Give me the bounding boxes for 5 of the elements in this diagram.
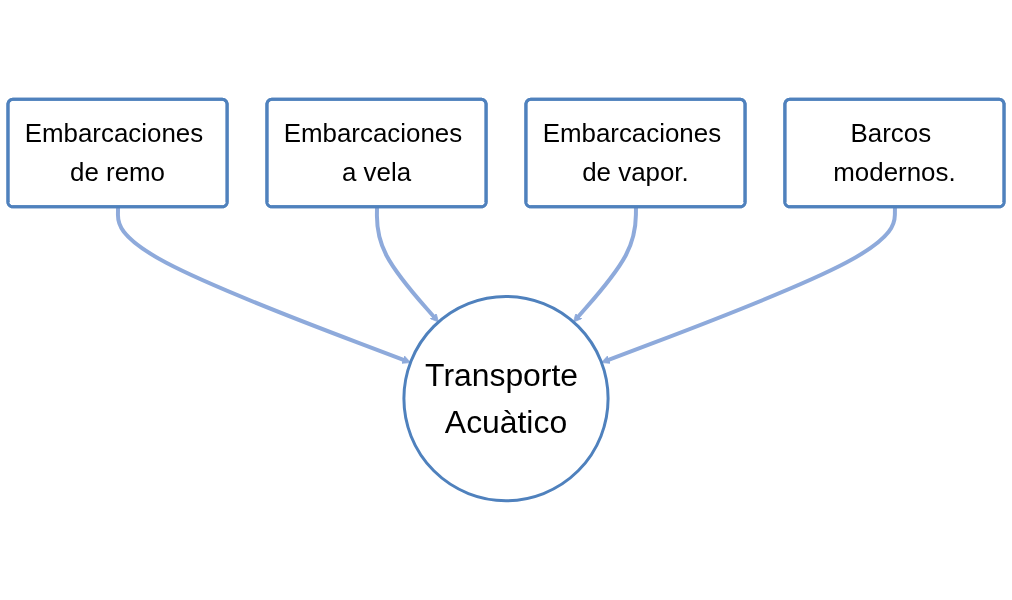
arrow: [115, 207, 411, 364]
arrow: [601, 207, 897, 364]
node-circle: Transporte Acuàtico: [402, 295, 610, 503]
arrow: [374, 207, 439, 323]
arrow: [573, 207, 638, 323]
